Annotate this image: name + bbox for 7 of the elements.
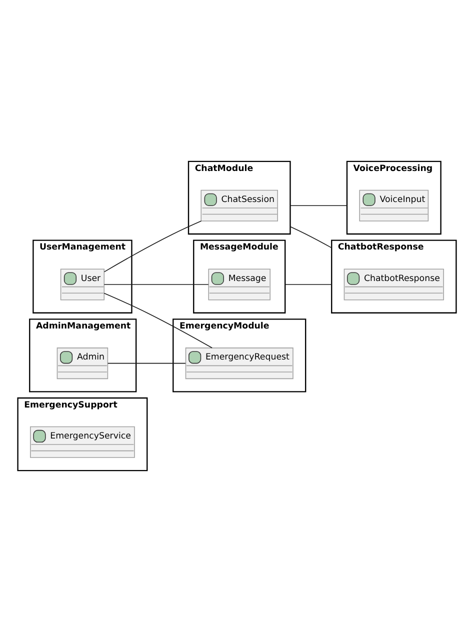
- connector: [290, 226, 332, 248]
- connector: [284, 284, 332, 285]
- connector: [104, 292, 212, 348]
- connector: [290, 205, 348, 206]
- connector: [107, 362, 186, 364]
- connector: [104, 220, 202, 272]
- connector: [104, 284, 209, 285]
